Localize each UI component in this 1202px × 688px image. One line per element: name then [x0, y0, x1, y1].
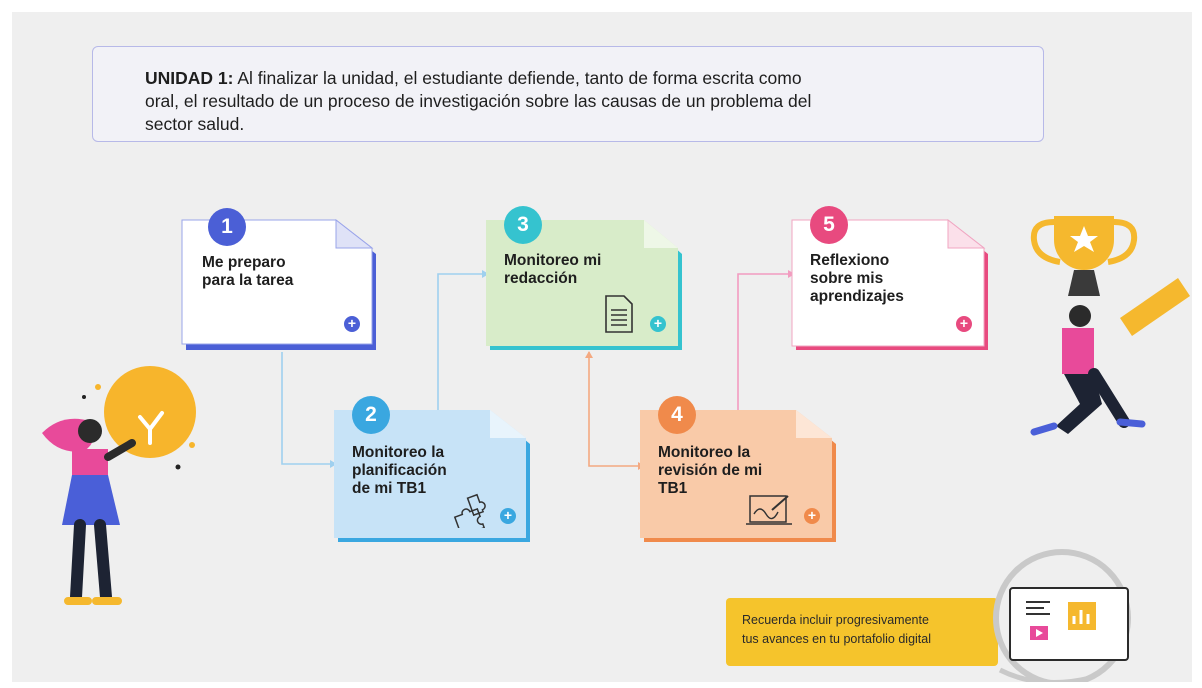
connector-3-4: [588, 352, 638, 467]
card-shape: [181, 218, 376, 350]
diagram-canvas: UNIDAD 1: Al finalizar la unidad, el est…: [12, 12, 1192, 682]
step-number-badge: 4: [658, 396, 696, 434]
connector-4-5: [737, 273, 788, 414]
document-icon: [605, 295, 633, 333]
expand-plus-icon[interactable]: +: [804, 508, 820, 524]
portfolio-reminder-note: Recuerda incluir progresivamente tus ava…: [726, 598, 998, 666]
expand-plus-icon[interactable]: +: [650, 316, 666, 332]
expand-plus-icon[interactable]: +: [956, 316, 972, 332]
connector-2-3: [437, 273, 482, 414]
card-shape: [791, 218, 988, 350]
person-with-trophy-illustration: [1030, 216, 1190, 436]
portfolio-screen-illustration: [993, 549, 1131, 682]
objective-line-2: oral, el resultado de un proceso de inve…: [145, 91, 812, 111]
card-shape: [486, 220, 682, 350]
reminder-line-2: tus avances en tu portafolio digital: [742, 632, 932, 646]
step-number-badge: 1: [208, 208, 246, 246]
objective-line-1: Al finalizar la unidad, el estudiante de…: [233, 68, 802, 88]
unit-objective-banner: UNIDAD 1: Al finalizar la unidad, el est…: [92, 46, 1044, 142]
card-shape: [640, 410, 836, 542]
step-number-badge: 5: [810, 206, 848, 244]
signing-icon: [746, 495, 792, 525]
expand-plus-icon[interactable]: +: [500, 508, 516, 524]
connectors: [281, 270, 795, 470]
reminder-line-1: Recuerda incluir progresivamente: [742, 613, 929, 627]
connector-1-2: [281, 352, 330, 465]
expand-plus-icon[interactable]: +: [344, 316, 360, 332]
step-number-badge: 2: [352, 396, 390, 434]
person-with-lightbulb-illustration: [42, 366, 196, 605]
step-number-badge: 3: [504, 206, 542, 244]
puzzle-icon: [453, 493, 486, 528]
unit-title: UNIDAD 1:: [145, 68, 234, 88]
objective-line-3: sector salud.: [145, 114, 245, 134]
